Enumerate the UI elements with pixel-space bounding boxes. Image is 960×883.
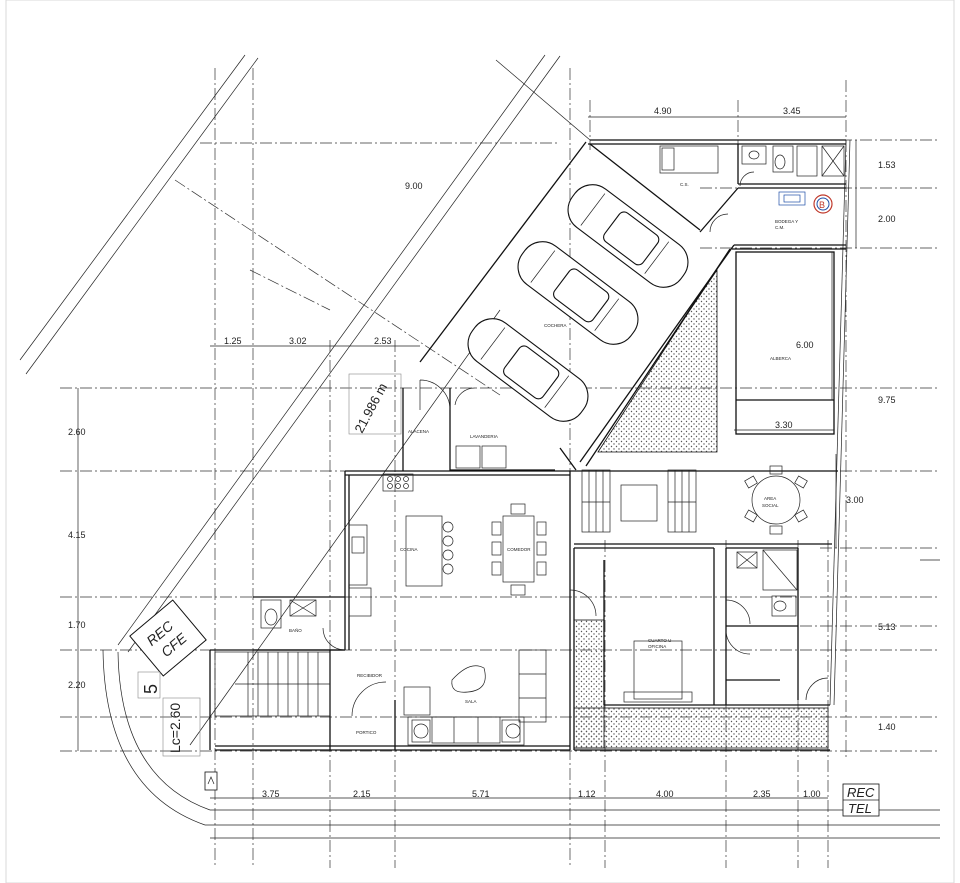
label-storage: BODEGA Y <box>775 219 798 224</box>
car-1 <box>567 184 689 288</box>
label-pantry: ALACENA <box>408 429 429 434</box>
label-garage: COCHERA <box>544 323 567 328</box>
label-pool: ALBERCA <box>770 356 791 361</box>
car-3 <box>467 318 589 422</box>
dim-bottom-6: 2.35 <box>753 789 771 799</box>
dim-social-depth: 3.00 <box>846 495 864 505</box>
dim-left-2: 4.15 <box>68 530 86 540</box>
dim-bottom-1: 3.75 <box>262 789 280 799</box>
label-social-area: AREA <box>764 496 776 501</box>
dim-right-1: 1.53 <box>878 160 896 170</box>
curve-length-box <box>162 697 201 757</box>
label-storage-line2: C.M. <box>775 225 785 230</box>
dim-diagonal: 9.00 <box>405 181 423 191</box>
dim-bottom-3: 5.71 <box>472 789 490 799</box>
dim-right-5: 1.40 <box>878 722 896 732</box>
dim-right-4: 5.13 <box>878 622 896 632</box>
stairs <box>214 651 331 717</box>
dim-upper-left-3: 2.53 <box>374 336 392 346</box>
room-labels: C.S. BODEGA Y C.M. COCHERA ALBERCA ALACE… <box>289 182 798 735</box>
lot-boundary <box>19 54 940 839</box>
dim-bottom-5: 4.00 <box>656 789 674 799</box>
label-social-area-line2: SOCIAL <box>762 503 779 508</box>
boiler-icon: B <box>813 194 833 214</box>
dim-pool-width: 3.30 <box>775 420 793 430</box>
dim-upper-left-1: 1.25 <box>224 336 242 346</box>
car-2 <box>517 241 639 345</box>
gravel-areas <box>573 268 829 749</box>
label-kitchen: COCINA <box>400 547 418 552</box>
dim-upper-left-2: 3.02 <box>289 336 307 346</box>
dim-pool-depth: 6.00 <box>796 340 814 350</box>
dim-left-4: 2.20 <box>68 680 86 690</box>
dim-right-2: 2.00 <box>878 214 896 224</box>
curve-number: 5 <box>141 684 161 694</box>
dim-curve-length: Lc=2.60 <box>167 703 183 753</box>
dim-top-1: 4.90 <box>654 106 672 116</box>
label-bedroom-line2: OFICINA <box>648 644 666 649</box>
lot-length-box <box>348 373 402 435</box>
rec-tel-line2: TEL <box>848 801 872 816</box>
label-living: SALA <box>465 699 477 704</box>
utility-labels: REC CFE 5 REC TEL B <box>129 194 880 817</box>
label-entrance: RECIBIDOR <box>357 673 383 678</box>
label-service-room: C.S. <box>680 182 689 187</box>
dim-left-3: 1.70 <box>68 620 86 630</box>
label-porch: PORTICO <box>356 730 377 735</box>
label-dining: COMEDOR <box>507 547 531 552</box>
dim-bottom-7: 1.00 <box>803 789 821 799</box>
dim-top-2: 3.45 <box>783 106 801 116</box>
label-bathroom: BAÑO <box>289 627 302 633</box>
dim-bottom-2: 2.15 <box>353 789 371 799</box>
furniture <box>260 145 845 746</box>
walls <box>209 139 846 751</box>
north-marker <box>204 771 218 791</box>
dim-bottom-4: 1.12 <box>578 789 596 799</box>
boiler-letter: B <box>819 200 825 210</box>
label-bedroom: CUARTO U <box>648 638 671 643</box>
rec-cfe-box: REC CFE <box>129 599 207 677</box>
label-laundry: LAVANDERIA <box>470 434 498 439</box>
dimension-lines <box>77 116 940 799</box>
dim-right-3: 9.75 <box>878 395 896 405</box>
curve-number-box <box>137 671 161 699</box>
dim-left-1: 2.60 <box>68 427 86 437</box>
rec-tel-line1: REC <box>847 785 875 800</box>
